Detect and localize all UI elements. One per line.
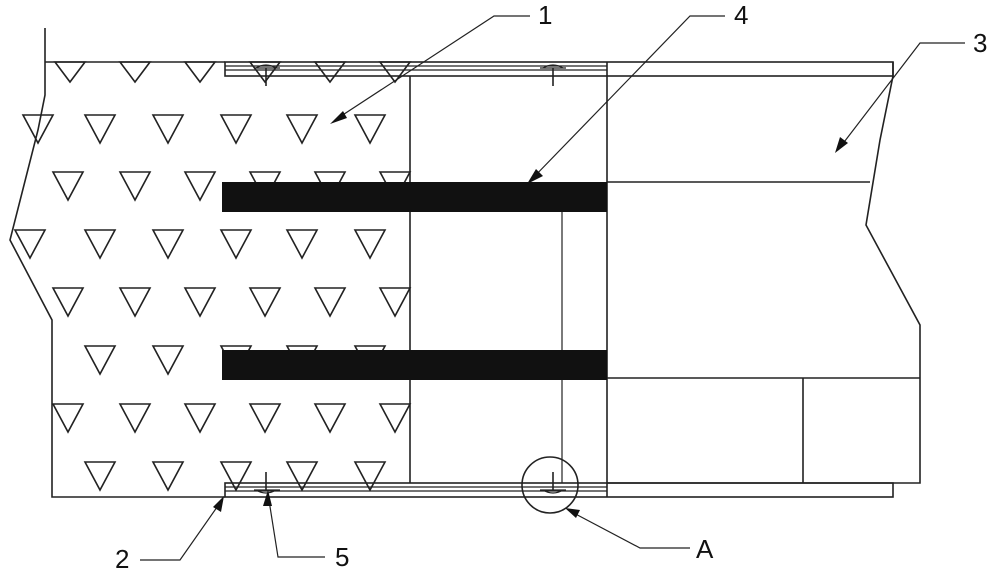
top-plate (225, 62, 893, 76)
detail-circle-a (522, 457, 578, 513)
aggregate-triangle (221, 230, 251, 258)
aggregate-triangle (221, 115, 251, 143)
label-4: 4 (734, 0, 748, 30)
aggregate-triangle (120, 172, 150, 200)
aggregate-triangle (53, 404, 83, 432)
leader-a (565, 508, 690, 548)
aggregate-triangle (55, 62, 85, 82)
aggregate-triangle (355, 230, 385, 258)
leader-2 (140, 496, 224, 560)
leader-4 (527, 16, 725, 184)
aggregate-triangle (153, 230, 183, 258)
aggregate-triangle (185, 172, 215, 200)
aggregate-triangle (153, 346, 183, 374)
aggregate-triangle (85, 346, 115, 374)
aggregate-triangle (287, 462, 317, 490)
concrete-body-outline (10, 28, 225, 497)
label-2: 2 (115, 544, 129, 574)
label-1: 1 (538, 0, 552, 30)
aggregate-triangle (153, 462, 183, 490)
reinforcement-bar-upper (222, 182, 607, 212)
aggregate-triangle (120, 288, 150, 316)
aggregate-triangle (315, 62, 345, 82)
label-3: 3 (973, 28, 987, 58)
aggregate-triangle (185, 62, 215, 82)
right-structure (607, 62, 920, 483)
aggregate-triangle (85, 230, 115, 258)
aggregate-triangle (85, 462, 115, 490)
label-5: 5 (335, 542, 349, 572)
aggregate-triangle-pattern (15, 62, 410, 490)
aggregate-triangle (315, 404, 345, 432)
aggregate-triangle (53, 288, 83, 316)
aggregate-triangle (153, 115, 183, 143)
reinforcement-bar-lower (222, 350, 607, 380)
aggregate-triangle (15, 230, 45, 258)
aggregate-triangle (185, 404, 215, 432)
aggregate-triangle (355, 115, 385, 143)
aggregate-triangle (120, 404, 150, 432)
label-a: A (696, 534, 714, 564)
aggregate-triangle (315, 288, 345, 316)
aggregate-triangle (287, 115, 317, 143)
leader-3 (835, 43, 965, 153)
aggregate-triangle (250, 404, 280, 432)
aggregate-triangle (380, 62, 410, 82)
aggregate-triangle (380, 288, 410, 316)
aggregate-triangle (185, 288, 215, 316)
aggregate-triangle (85, 115, 115, 143)
aggregate-triangle (380, 404, 410, 432)
aggregate-triangle (287, 230, 317, 258)
aggregate-triangle (120, 62, 150, 82)
aggregate-triangle (250, 288, 280, 316)
central-frame (410, 76, 607, 483)
leader-5 (263, 490, 325, 557)
aggregate-triangle (53, 172, 83, 200)
aggregate-triangle (355, 462, 385, 490)
